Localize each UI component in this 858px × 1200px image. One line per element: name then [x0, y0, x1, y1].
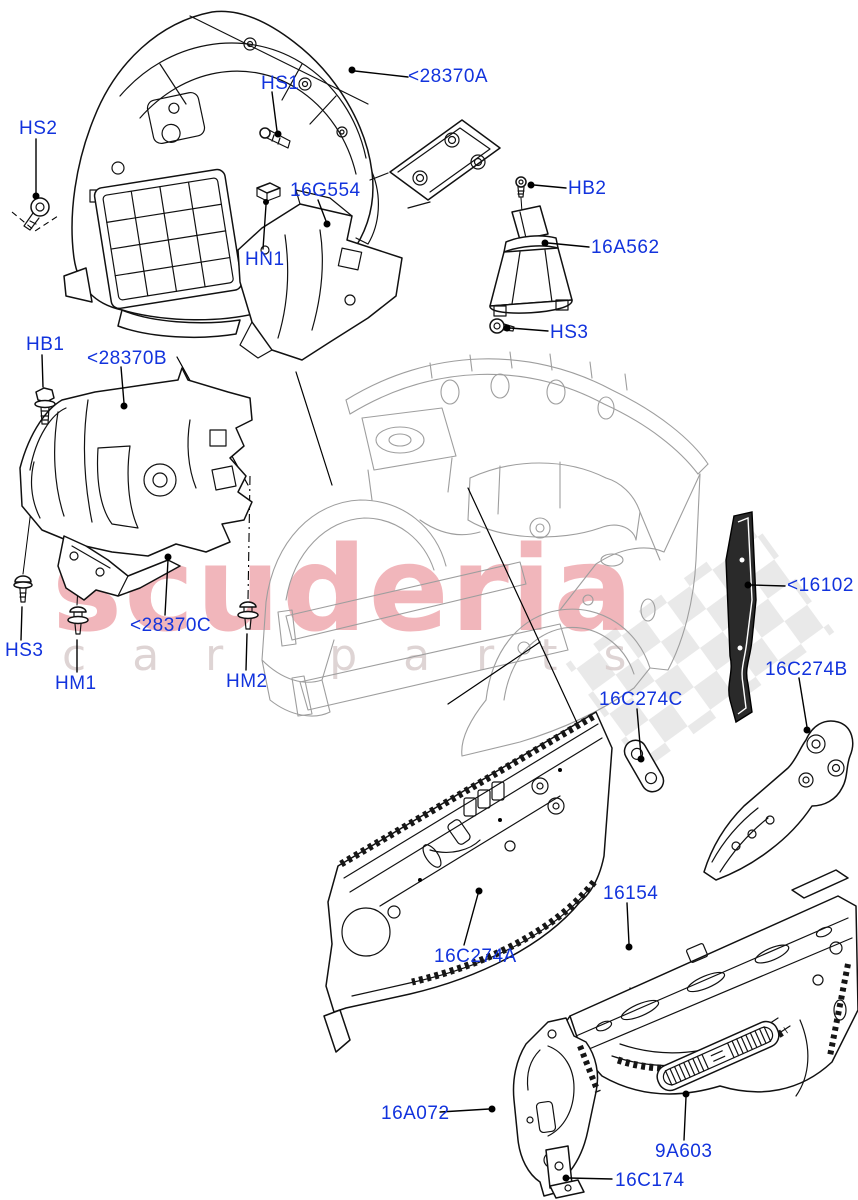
part-label-HB2[interactable]: HB2 — [568, 178, 607, 199]
bracket-28370C-art — [57, 535, 181, 601]
undershield-28370B-art — [19, 367, 253, 557]
bracket-16C274B-art — [703, 720, 854, 881]
part-label-16A072[interactable]: 16A072 — [381, 1103, 450, 1124]
body-structure-art — [261, 351, 709, 757]
leader-lines — [20, 66, 811, 1182]
part-label-16C274B[interactable]: 16C274B — [765, 659, 848, 680]
nut-HN1-art — [256, 182, 281, 202]
clip-HM2-art — [237, 601, 259, 630]
part-label-HM1[interactable]: HM1 — [55, 673, 97, 694]
screw-HS2-art — [23, 197, 50, 231]
screw-HS3-right-art — [489, 318, 515, 334]
mounting-plate-art — [369, 119, 501, 209]
part-label-HS3-left[interactable]: HS3 — [5, 640, 44, 661]
clip-HM1-art — [67, 606, 89, 635]
wheelhouse-16C274A-art — [323, 711, 613, 1053]
part-label-9A603[interactable]: 9A603 — [655, 1141, 713, 1162]
strip-16102-art — [725, 511, 757, 724]
checkered-flag-pattern — [565, 525, 835, 771]
part-label-16C274C[interactable]: 16C274C — [599, 689, 683, 710]
part-label-16C274A[interactable]: 16C274A — [434, 946, 517, 967]
part-label-28370B[interactable]: <28370B — [87, 348, 168, 369]
part-label-16C174[interactable]: 16C174 — [615, 1170, 685, 1191]
watermark-subtitle: car parts — [62, 630, 672, 681]
part-label-16A562[interactable]: 16A562 — [591, 237, 660, 258]
bracket-16A562-art — [489, 205, 573, 317]
part-label-16154[interactable]: 16154 — [603, 883, 659, 904]
part-label-HS2[interactable]: HS2 — [19, 118, 58, 139]
splash-shield-16G554-art — [237, 189, 403, 361]
part-label-HS3-right[interactable]: HS3 — [550, 322, 589, 343]
part-label-HB1[interactable]: HB1 — [26, 334, 65, 355]
bracket-16A072-art — [512, 1017, 601, 1197]
link-plate-16C274C-art — [623, 739, 665, 793]
tread-strip-9A603-art — [656, 1020, 780, 1092]
part-label-HM2[interactable]: HM2 — [226, 671, 268, 692]
liner-vent-grille — [93, 168, 243, 310]
bracket-16C174-art — [545, 1145, 585, 1199]
part-label-16G554[interactable]: 16G554 — [290, 180, 361, 201]
part-label-HS1[interactable]: HS1 — [261, 73, 300, 94]
part-label-HN1[interactable]: HN1 — [245, 249, 285, 270]
bolt-HB2-art — [515, 176, 527, 198]
part-label-28370A[interactable]: <28370A — [408, 66, 489, 87]
screw-HS3-left-art — [13, 575, 33, 603]
part-label-16102[interactable]: <16102 — [787, 575, 854, 596]
part-label-28370C[interactable]: <28370C — [130, 615, 212, 636]
bolt-HB1-art — [34, 387, 56, 425]
